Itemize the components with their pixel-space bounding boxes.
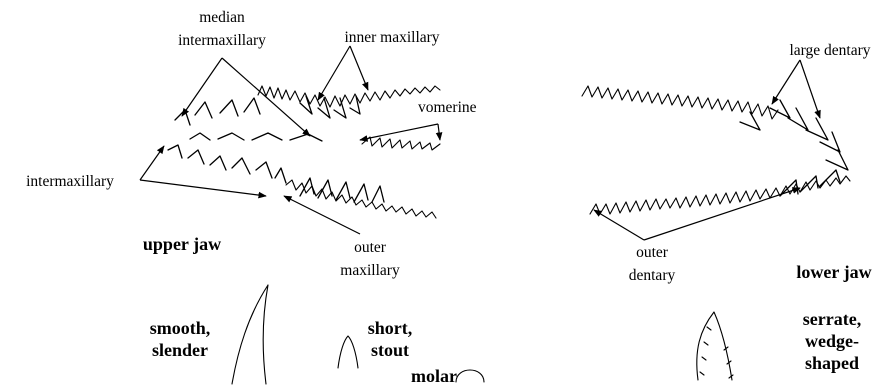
upper-median-row	[190, 133, 322, 141]
label-short-line1: short,	[368, 318, 413, 338]
upper-vomerine-row	[362, 137, 440, 150]
label-outer-dentary-line1: outer	[636, 244, 669, 261]
label-inner-maxillary: inner maxillary	[344, 29, 439, 46]
labels: median intermaxillary inner maxillary vo…	[26, 9, 871, 386]
label-molar: molar	[411, 366, 457, 386]
arrow-outer-dentary-left	[594, 210, 644, 240]
label-outer-maxillary-line1: outer	[354, 239, 387, 256]
label-smooth-line1: smooth,	[150, 318, 211, 338]
upper-inner-maxillary-row	[258, 86, 440, 107]
label-serrate-line3: shaped	[805, 353, 859, 373]
label-serrate-line2: wedge-	[805, 331, 859, 351]
label-upper-jaw: upper jaw	[143, 234, 221, 254]
lower-upper-row	[582, 86, 778, 119]
label-serrate-line1: serrate,	[803, 309, 861, 329]
lower-large-dentary-teeth	[740, 100, 848, 170]
arrow-intermaxillary-bottom	[140, 180, 266, 196]
lower-jaw-drawing	[582, 86, 850, 214]
upper-median-intermaxillary-teeth	[175, 98, 260, 125]
upper-jaw-drawing	[168, 86, 440, 218]
serrate-wedge-tooth-sketch	[697, 312, 733, 380]
arrow-outer-maxillary	[284, 196, 360, 234]
short-stout-tooth-sketch	[338, 336, 358, 368]
label-lower-jaw: lower jaw	[796, 262, 871, 282]
label-smooth-line2: slender	[152, 340, 208, 360]
label-median-intermaxillary-line1: median	[199, 9, 245, 26]
label-large-dentary: large dentary	[789, 42, 870, 59]
arrow-inner-maxillary-left	[318, 46, 350, 100]
arrow-large-dentary-right	[800, 60, 820, 118]
tooth-sketches	[232, 285, 733, 384]
arrow-median-intermaxillary-left	[182, 58, 222, 116]
arrow-vomerine-left	[360, 124, 438, 140]
label-outer-maxillary-line2: maxillary	[340, 262, 400, 279]
label-vomerine: vomerine	[418, 99, 477, 116]
label-intermaxillary: intermaxillary	[26, 173, 114, 190]
label-median-intermaxillary-line2: intermaxillary	[178, 32, 266, 49]
smooth-slender-tooth-sketch	[232, 285, 268, 384]
molar-tooth-sketch	[456, 370, 484, 382]
arrow-median-intermaxillary-right	[222, 58, 310, 136]
label-outer-dentary-line2: dentary	[629, 267, 676, 284]
annotation-arrows	[140, 46, 820, 240]
arrow-outer-dentary-right	[644, 188, 800, 240]
arrow-large-dentary-left	[772, 60, 800, 104]
arrow-inner-maxillary-right	[350, 46, 368, 90]
label-short-line2: stout	[371, 340, 409, 360]
upper-outer-maxillary-row	[286, 180, 436, 218]
arrow-intermaxillary-top	[140, 146, 164, 180]
arrow-vomerine-right	[438, 124, 440, 140]
upper-outer-maxillary-large-teeth	[300, 178, 384, 202]
upper-intermaxillary-teeth	[168, 145, 286, 183]
